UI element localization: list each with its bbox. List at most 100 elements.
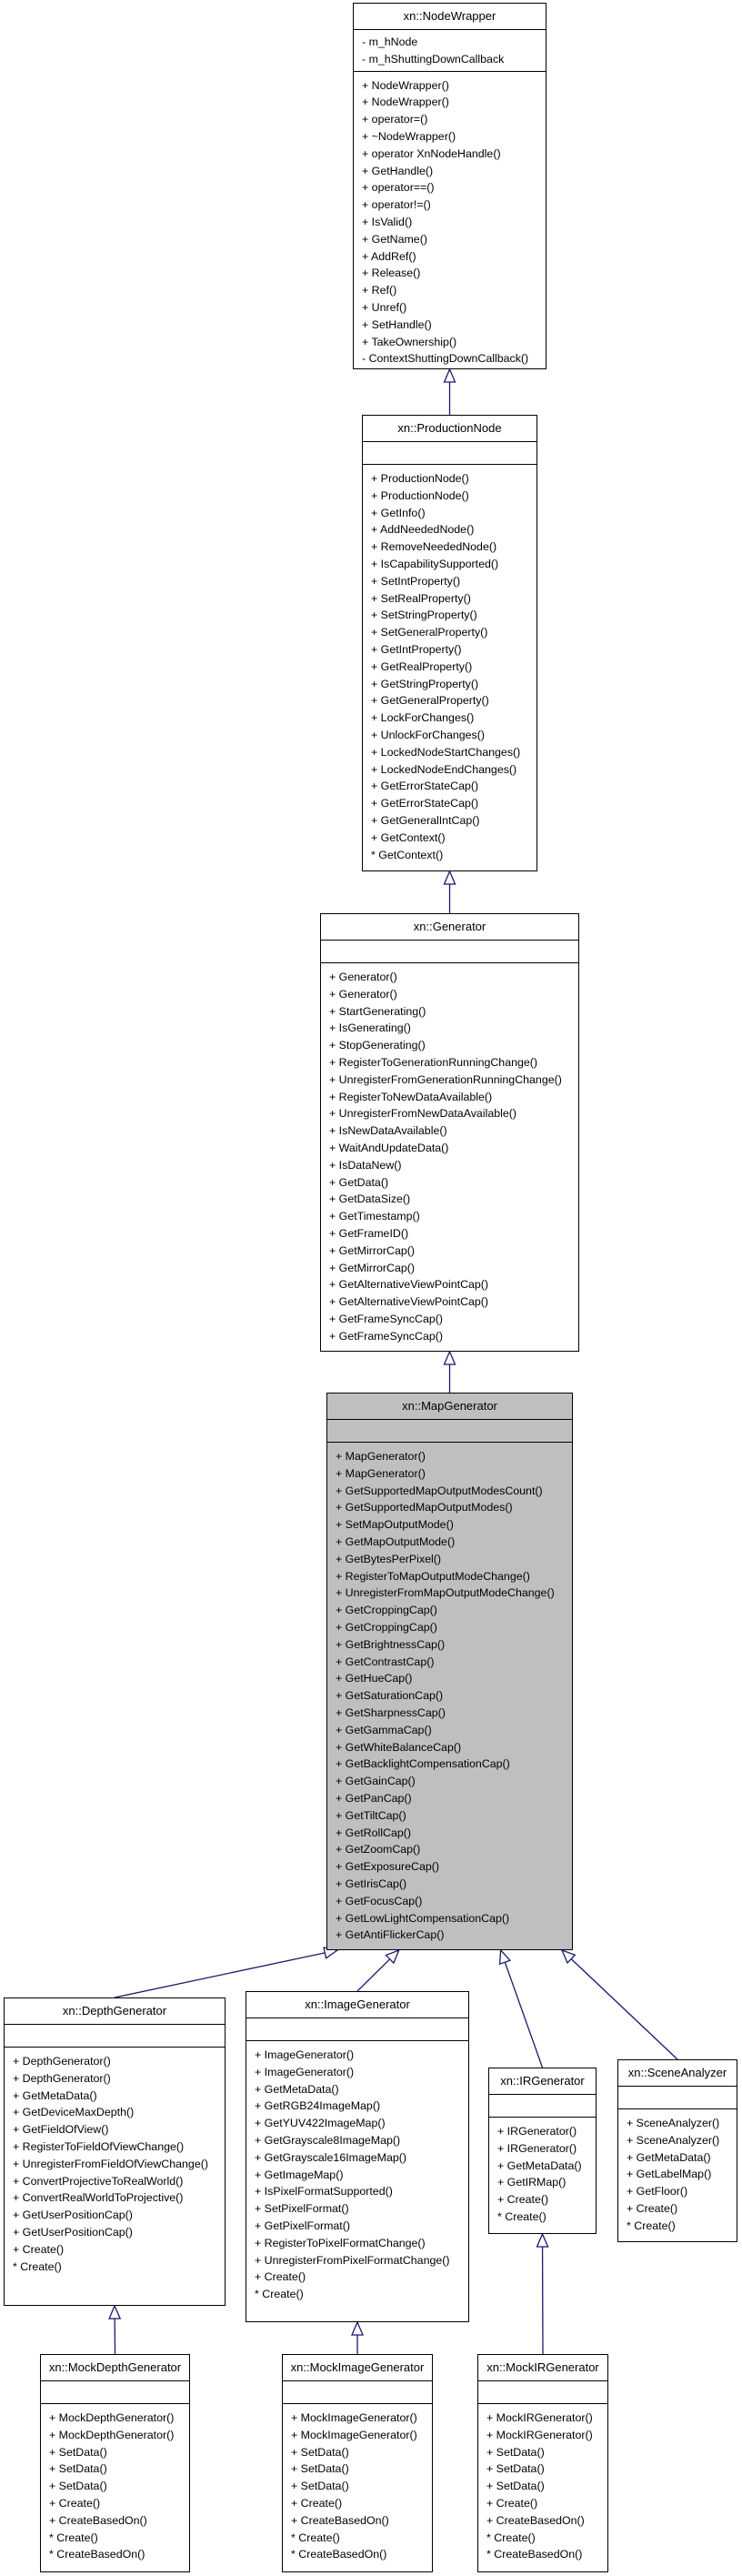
- class-operation[interactable]: + GetGrayscale8ImageMap(): [255, 2133, 401, 2147]
- class-operation[interactable]: + GetIRMap(): [497, 2176, 567, 2189]
- class-operation[interactable]: + RegisterToPixelFormatChange(): [255, 2236, 426, 2249]
- class-operation[interactable]: + IsValid(): [362, 215, 413, 228]
- class-operation[interactable]: + GetFrameSyncCap(): [329, 1312, 443, 1325]
- class-operation[interactable]: + UnregisterFromNewDataAvailable(): [329, 1107, 517, 1121]
- class-operation[interactable]: + IsDataNew(): [329, 1158, 402, 1172]
- class-operation[interactable]: + GetTimestamp(): [329, 1210, 420, 1223]
- class-operation[interactable]: + ProductionNode(): [371, 472, 469, 485]
- class-operation[interactable]: + GetMirrorCap(): [329, 1243, 415, 1257]
- class-operation[interactable]: + GetZoomCap(): [336, 1843, 421, 1857]
- class-operation[interactable]: + IsNewDataAvailable(): [329, 1124, 447, 1138]
- class-operation[interactable]: + TakeOwnership(): [362, 335, 457, 348]
- class-node-wrapper[interactable]: xn::NodeWrapper - m_hNode- m_hShuttingDo…: [353, 3, 546, 369]
- class-operation[interactable]: + SetData(): [49, 2445, 107, 2459]
- class-operation[interactable]: * CreateBasedOn(): [49, 2548, 145, 2561]
- class-operation[interactable]: + CreateBasedOn(): [49, 2513, 147, 2527]
- class-operation[interactable]: + SetHandle(): [362, 317, 432, 331]
- class-operation[interactable]: + GetUserPositionCap(): [13, 2209, 133, 2222]
- class-operation[interactable]: + GetRGB24ImageMap(): [255, 2099, 381, 2113]
- class-operation[interactable]: + GetMirrorCap(): [329, 1261, 415, 1274]
- class-operation[interactable]: + SetStringProperty(): [371, 609, 477, 622]
- class-operation[interactable]: + LockedNodeStartChanges(): [371, 745, 521, 759]
- class-operation[interactable]: + GetSupportedMapOutputModes(): [336, 1501, 513, 1514]
- class-operation[interactable]: + GetGrayscale16ImageMap(): [255, 2150, 407, 2164]
- class-operation[interactable]: + IsPixelFormatSupported(): [255, 2185, 393, 2199]
- class-operation[interactable]: + SetPixelFormat(): [255, 2202, 349, 2216]
- class-operation[interactable]: + GetRollCap(): [336, 1826, 411, 1839]
- class-operation[interactable]: + GetIntProperty(): [371, 642, 462, 656]
- class-operation[interactable]: + GetExposureCap(): [336, 1860, 439, 1874]
- class-operation[interactable]: + Create(): [627, 2201, 678, 2215]
- class-operation[interactable]: + GetAlternativeViewPointCap(): [329, 1278, 489, 1292]
- class-operation[interactable]: * GetContext(): [371, 848, 444, 861]
- class-operation[interactable]: + GetStringProperty(): [371, 677, 479, 690]
- class-operation[interactable]: + RemoveNeededNode(): [371, 540, 497, 554]
- class-operation[interactable]: + LockForChanges(): [371, 711, 475, 725]
- class-operation[interactable]: + GetGeneralIntCap(): [371, 813, 480, 827]
- class-mock-ir-generator[interactable]: xn::MockIRGenerator + MockIRGenerator()+…: [477, 2354, 608, 2572]
- class-operation[interactable]: + NodeWrapper(): [362, 78, 449, 92]
- class-operation[interactable]: + Generator(): [329, 987, 397, 1001]
- class-operation[interactable]: + Create(): [497, 2193, 549, 2207]
- class-operation[interactable]: - ContextShuttingDownCallback(): [362, 352, 529, 366]
- class-operation[interactable]: + GetSupportedMapOutputModesCount(): [336, 1484, 543, 1497]
- class-operation[interactable]: + MockImageGenerator(): [291, 2411, 417, 2424]
- class-operation[interactable]: + GetTiltCap(): [336, 1808, 406, 1822]
- class-scene-analyzer[interactable]: xn::SceneAnalyzer + SceneAnalyzer()+ Sce…: [617, 2059, 737, 2242]
- class-operation[interactable]: + GetLabelMap(): [627, 2168, 712, 2181]
- class-operation[interactable]: + Create(): [486, 2496, 538, 2510]
- class-operation[interactable]: + AddNeededNode(): [371, 523, 475, 537]
- class-operation[interactable]: + GetImageMap(): [255, 2168, 344, 2181]
- class-operation[interactable]: + GetErrorStateCap(): [371, 780, 479, 793]
- class-operation[interactable]: + GetGammaCap(): [336, 1723, 432, 1736]
- class-operation[interactable]: * Create(): [13, 2259, 62, 2273]
- class-operation[interactable]: + Generator(): [329, 971, 397, 983]
- class-operation[interactable]: + IRGenerator(): [497, 2141, 577, 2155]
- class-operation[interactable]: * CreateBasedOn(): [486, 2548, 583, 2561]
- class-operation[interactable]: + DepthGenerator(): [13, 2055, 111, 2068]
- class-operation[interactable]: + GetData(): [329, 1175, 389, 1189]
- class-operation[interactable]: + StartGenerating(): [329, 1004, 426, 1018]
- class-operation[interactable]: * Create(): [49, 2531, 98, 2544]
- class-operation[interactable]: + MockImageGenerator(): [291, 2428, 417, 2441]
- class-operation[interactable]: + SetData(): [291, 2445, 349, 2459]
- class-operation[interactable]: + GetAntiFlickerCap(): [336, 1928, 445, 1942]
- class-operation[interactable]: + GetFrameID(): [329, 1226, 409, 1240]
- class-operation[interactable]: + GetLowLightCompensationCap(): [336, 1911, 510, 1925]
- class-operation[interactable]: + SetData(): [486, 2480, 545, 2493]
- class-operation[interactable]: + SetData(): [49, 2480, 107, 2493]
- class-operation[interactable]: + ImageGenerator(): [255, 2048, 355, 2061]
- class-operation[interactable]: + GetMetaData(): [13, 2088, 97, 2102]
- class-operation[interactable]: + Unref(): [362, 300, 407, 314]
- class-operation[interactable]: + GetGeneralProperty(): [371, 694, 489, 708]
- class-operation[interactable]: + GetCroppingCap(): [336, 1620, 437, 1634]
- class-operation[interactable]: * Create(): [486, 2531, 536, 2544]
- class-operation[interactable]: + GetInfo(): [371, 506, 426, 519]
- class-operation[interactable]: + GetHandle(): [362, 164, 434, 177]
- class-operation[interactable]: + GetMapOutputMode(): [336, 1535, 456, 1548]
- class-operation[interactable]: + NodeWrapper(): [362, 96, 449, 109]
- class-mock-image-generator[interactable]: xn::MockImageGenerator + MockImageGenera…: [282, 2354, 433, 2572]
- class-operation[interactable]: + GetPanCap(): [336, 1791, 412, 1805]
- class-operation[interactable]: + GetSharpnessCap(): [336, 1706, 446, 1719]
- class-operation[interactable]: + GetPixelFormat(): [255, 2219, 350, 2232]
- class-operation[interactable]: + ConvertRealWorldToProjective(): [13, 2191, 184, 2205]
- class-operation[interactable]: + SetData(): [486, 2462, 545, 2476]
- class-operation[interactable]: + Create(): [49, 2496, 101, 2510]
- class-operation[interactable]: + MockIRGenerator(): [486, 2411, 593, 2424]
- class-depth-generator[interactable]: xn::DepthGenerator + DepthGenerator()+ D…: [4, 1997, 226, 2306]
- class-operation[interactable]: + GetRealProperty(): [371, 659, 473, 673]
- class-operation[interactable]: + MapGenerator(): [336, 1450, 426, 1463]
- class-operation[interactable]: + RegisterToGenerationRunningChange(): [329, 1055, 538, 1069]
- class-operation[interactable]: + UnregisterFromMapOutputModeChange(): [336, 1586, 555, 1600]
- class-operation[interactable]: + GetFrameSyncCap(): [329, 1329, 443, 1343]
- class-operation[interactable]: * Create(): [627, 2219, 676, 2232]
- class-operation[interactable]: + GetHueCap(): [336, 1672, 413, 1685]
- class-mock-depth-generator[interactable]: xn::MockDepthGenerator + MockDepthGenera…: [40, 2354, 190, 2572]
- class-operation[interactable]: + SetIntProperty(): [371, 574, 461, 588]
- class-operation[interactable]: + Create(): [291, 2496, 343, 2510]
- class-operation[interactable]: + GetName(): [362, 232, 427, 246]
- class-operation[interactable]: + SetData(): [49, 2462, 107, 2476]
- class-operation[interactable]: + IRGenerator(): [497, 2125, 577, 2138]
- class-operation[interactable]: * Create(): [291, 2531, 340, 2544]
